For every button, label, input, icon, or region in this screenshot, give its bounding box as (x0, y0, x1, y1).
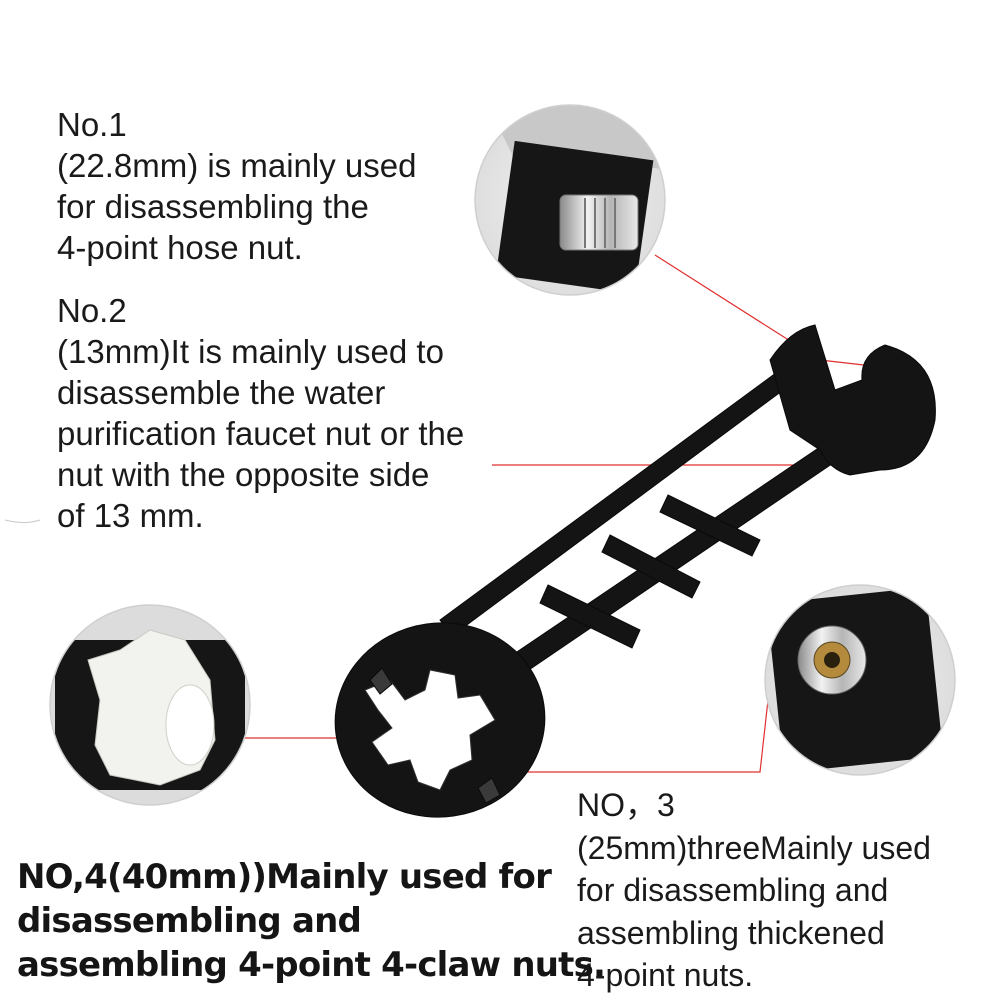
callout-no2-line: (13mm)It is mainly used to (57, 333, 444, 370)
callout-no3-line: 4-point nuts. (577, 957, 754, 993)
callout-no2-line: disassemble the water (57, 374, 386, 411)
callout-no3-line: assembling thickened (577, 914, 885, 951)
callout-no4-line: NO,4(40mm))Mainly used for (17, 857, 552, 897)
leader-line-no3 (440, 699, 769, 773)
callout-no1: No.1 (22.8mm) is mainly used for disasse… (57, 104, 416, 268)
detail-circle-no3 (765, 585, 955, 775)
detail-circle-no1 (475, 105, 665, 295)
callout-no3-line: for disassembling and (577, 872, 889, 908)
callout-no3-line: (25mm)threeMainly used (577, 829, 931, 866)
wrench-tool (334, 324, 936, 818)
callout-no2-line: nut with the opposite side (57, 456, 430, 493)
callout-no3-heading: NO，3 (577, 787, 675, 823)
sketch-mark (4, 519, 41, 523)
callout-no3: NO，3 (25mm)threeMainly used for disassem… (577, 784, 931, 997)
callout-no1-line: 4-point hose nut. (57, 229, 303, 266)
callout-no4: NO,4(40mm))Mainly used for disassembling… (17, 855, 606, 987)
callout-no2-line: purification faucet nut or the (57, 415, 465, 452)
callout-no1-heading: No.1 (57, 106, 127, 143)
callout-no2-line: of 13 mm. (57, 497, 204, 534)
callout-no4-line: assembling 4-point 4-claw nuts. (17, 945, 606, 985)
callout-no2: No.2 (13mm)It is mainly used to disassem… (57, 290, 464, 536)
detail-circle-no3-border (764, 584, 956, 776)
callout-no1-line: (22.8mm) is mainly used (57, 147, 417, 184)
detail-circle-no4 (50, 605, 250, 805)
callout-no1-line: for disassembling the (57, 188, 369, 225)
detail-circle-no1-border (474, 104, 666, 296)
callout-no4-line: disassembling and (17, 901, 362, 941)
leader-line-no1 (654, 254, 891, 369)
detail-circle-no4-border (49, 604, 251, 806)
callout-no2-heading: No.2 (57, 292, 127, 329)
